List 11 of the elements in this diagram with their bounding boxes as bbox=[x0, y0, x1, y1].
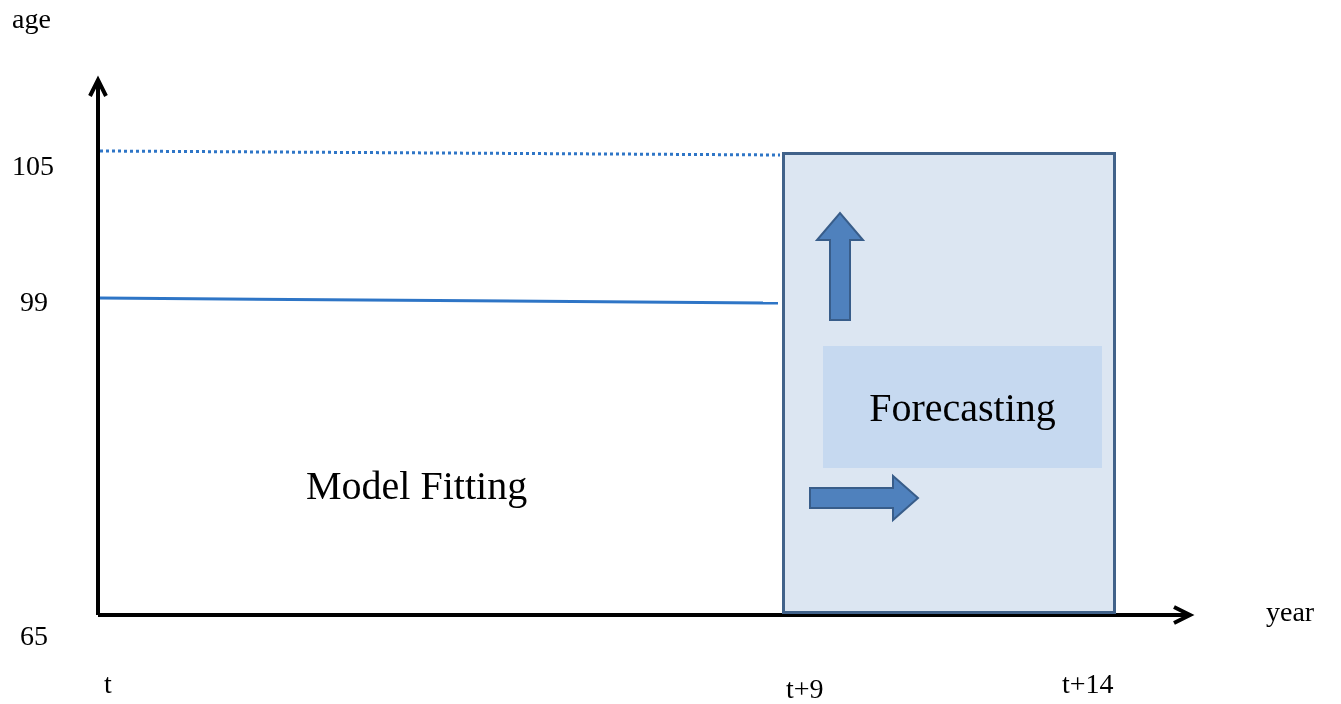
axis-title: age bbox=[12, 5, 51, 33]
axis-tick-label: t+9 bbox=[786, 675, 824, 703]
axis-title: year bbox=[1266, 598, 1315, 626]
axis-tick-label: 105 bbox=[12, 152, 54, 180]
axis-tick-label: 99 bbox=[20, 288, 48, 316]
region-label: Model Fitting bbox=[306, 466, 528, 506]
forecasting-band: Forecasting bbox=[823, 346, 1102, 468]
axis-tick-label: t+14 bbox=[1062, 670, 1114, 698]
axis-tick-label: 65 bbox=[20, 622, 48, 650]
forecast-region-box bbox=[782, 152, 1116, 614]
axis-tick-label: t bbox=[104, 670, 112, 698]
